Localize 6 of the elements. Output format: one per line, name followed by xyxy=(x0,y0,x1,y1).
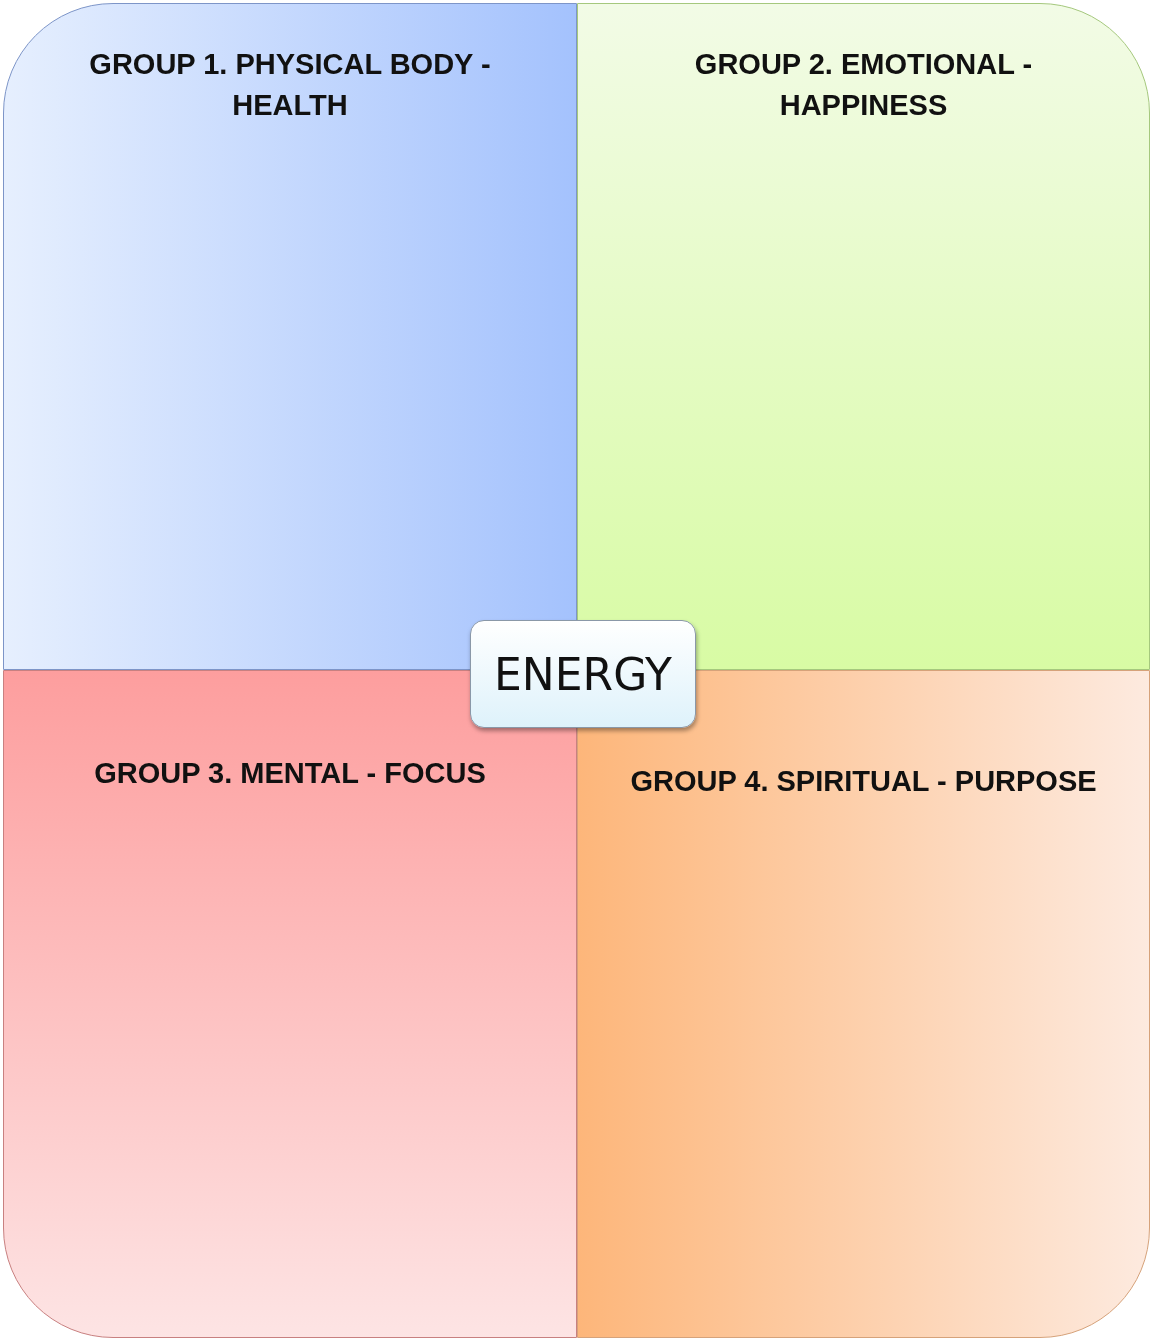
quadrant-heading: GROUP 3. MENTAL - FOCUS xyxy=(93,756,487,791)
quadrant-heading: GROUP 1. PHYSICAL BODY - HEALTH xyxy=(88,47,492,123)
center-label: ENERGY xyxy=(494,648,672,700)
quadrant-heading: GROUP 4. SPIRITUAL - PURPOSE xyxy=(629,764,1098,799)
quadrant-heading: GROUP 2. EMOTIONAL - HAPPINESS xyxy=(693,47,1034,123)
center-box xyxy=(470,620,696,728)
